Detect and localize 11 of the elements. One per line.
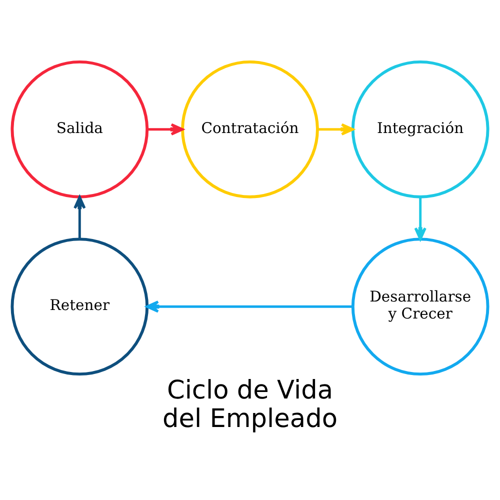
diagram-title: Ciclo de Vida del Empleado — [162, 374, 338, 434]
node-circle: Contratación — [181, 60, 319, 198]
arrow — [318, 122, 354, 135]
arrow — [147, 122, 184, 135]
node-circle: Integración — [351, 60, 490, 198]
node-circle: Desarrollarse y Crecer — [351, 237, 490, 376]
node-circle: Retener — [10, 237, 149, 376]
arrow — [74, 195, 86, 239]
node-circle: Salida — [10, 60, 149, 198]
arrow — [146, 300, 353, 312]
arrow — [414, 196, 426, 240]
